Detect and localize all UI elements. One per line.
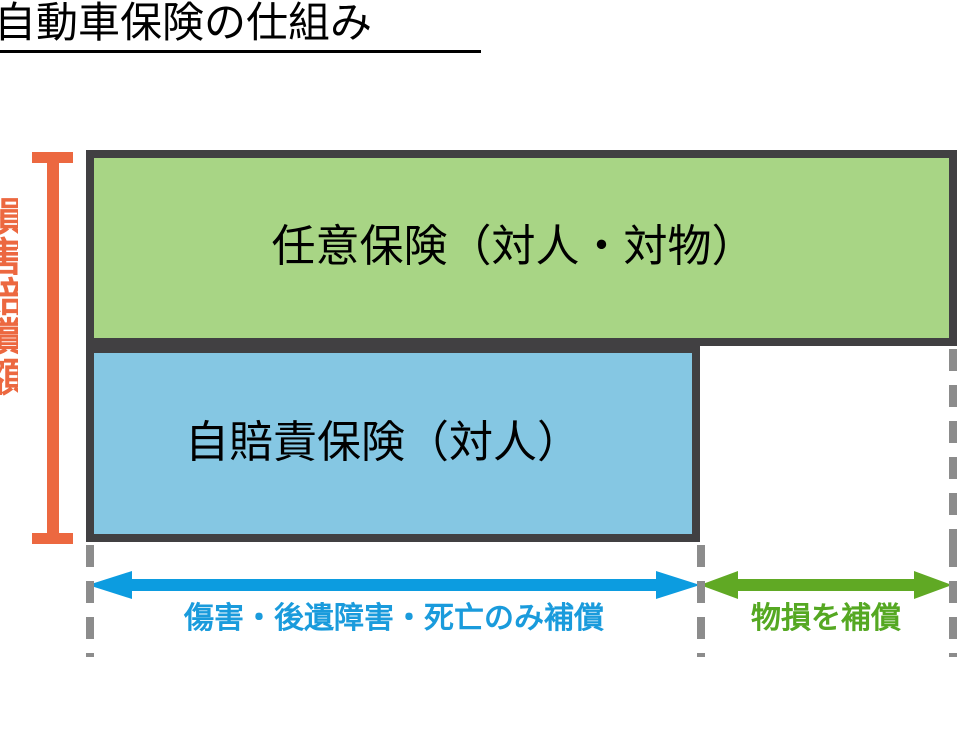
compulsory-insurance-box: 自賠責保険（対人）: [86, 345, 700, 542]
title-underline: [0, 50, 481, 53]
compensation-amount-bracket: [32, 152, 73, 544]
property-damage-coverage-caption: 物損を補償: [751, 602, 901, 635]
injury-coverage-arrow: [86, 568, 702, 602]
guide-line-right-upper: [949, 349, 957, 545]
guide-line-right: [949, 545, 957, 657]
bracket-bottom-cap: [32, 533, 73, 544]
property-damage-coverage-arrow: [698, 568, 954, 602]
guide-line-left: [86, 545, 94, 657]
guide-line-middle: [697, 545, 705, 657]
compulsory-insurance-label: 自賠責保険（対人）: [185, 417, 581, 467]
compensation-amount-text: 損害賠償額: [0, 196, 18, 396]
injury-coverage-caption: 傷害・後遺障害・死亡のみ補償: [184, 602, 604, 635]
compensation-amount-label: 損害賠償額: [0, 196, 18, 426]
voluntary-insurance-box: 任意保険（対人・対物）: [86, 150, 957, 346]
page-title: 自動車保険の仕組み: [0, 0, 373, 46]
bracket-stem: [47, 152, 59, 544]
double-headed-arrow-icon: [88, 571, 700, 599]
double-headed-arrow-icon: [700, 571, 952, 599]
voluntary-insurance-label: 任意保険（対人・対物）: [271, 222, 756, 271]
title-block: 自動車保険の仕組み: [0, 0, 494, 62]
